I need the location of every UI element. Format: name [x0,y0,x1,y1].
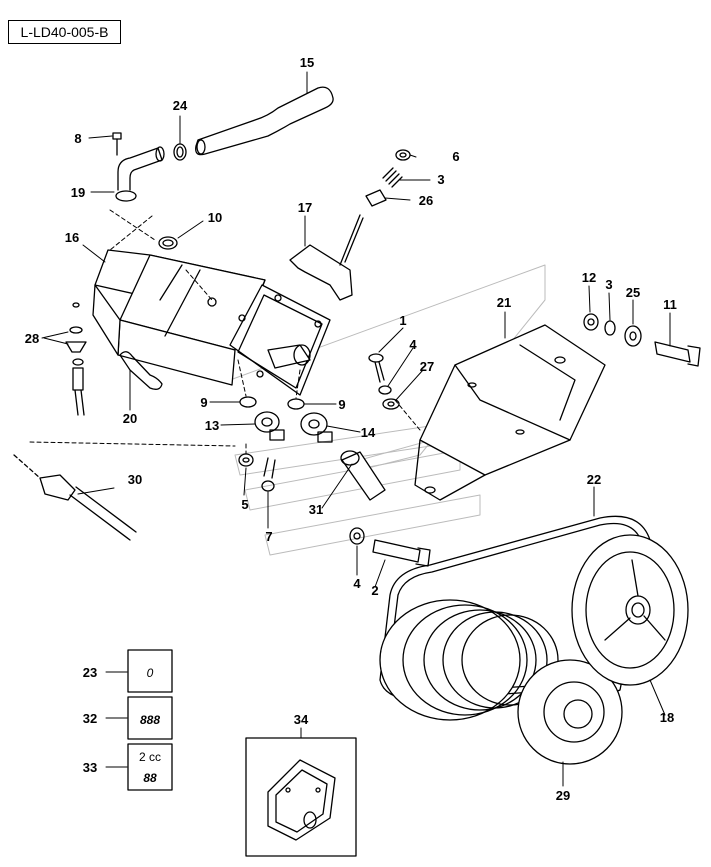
part-28-fittings [65,302,87,416]
part-25-washer [624,325,642,347]
leader-lines [41,71,671,787]
callout-27: 27 [420,359,434,374]
part-10-oring [158,236,178,250]
callout-23: 23 [83,665,97,680]
part-9-seal-left [239,396,257,408]
callout-28: 28 [25,331,39,346]
part-26-bracket [365,189,387,207]
callout-20: 20 [123,411,137,426]
part-13-fitting [254,411,285,441]
callout-9-left: 9 [200,395,207,410]
callout-2: 2 [371,583,378,598]
callout-34: 34 [294,712,309,727]
part-2-bolt [372,539,431,567]
part-31-fitting [340,450,386,501]
part-3-lockwasher [604,320,616,336]
part-7-bolt [261,457,276,492]
drawing-code: L-LD40-005-B [8,20,121,44]
part-4-washer-upper [378,385,392,395]
callout-10: 10 [208,210,222,225]
callout-29: 29 [556,788,570,803]
leader-dashes [29,209,421,455]
kit-box-32 [127,696,173,740]
callout-21: 21 [497,295,511,310]
callout-19: 19 [71,185,85,200]
callout-4-upper: 4 [409,337,417,352]
kit-33-bottom: 88 [143,771,157,785]
part-29-pulley [379,599,623,765]
callout-26: 26 [419,193,433,208]
part-16-pump [92,249,331,396]
callout-22: 22 [587,472,601,487]
part-24-clamp [173,143,187,161]
callout-17: 17 [298,200,312,215]
callout-9-right: 9 [338,397,345,412]
part-14-fitting [300,412,333,443]
callout-3-upper: 3 [437,172,444,187]
part-11-bolt [654,341,701,367]
callout-12: 12 [582,270,596,285]
part-5-nut [238,453,254,467]
part-34-box [245,737,357,857]
part-9-seal-right [287,398,305,410]
callout-14: 14 [361,425,376,440]
callout-31: 31 [309,502,323,517]
part-12-nut [583,313,599,331]
part-21-bracket [414,324,606,501]
part-1-bolt [368,353,385,383]
part-19-elbow [115,146,165,202]
callout-13: 13 [205,418,219,433]
callout-33: 33 [83,760,97,775]
callout-4-lower: 4 [353,576,361,591]
callout-1: 1 [399,313,406,328]
callout-6: 6 [452,149,459,164]
callout-3-right: 3 [605,277,612,292]
callout-8: 8 [74,131,81,146]
part-6-nut [395,149,411,161]
callout-25: 25 [626,285,640,300]
callout-5: 5 [241,497,248,512]
callout-11: 11 [663,297,677,312]
kit-box-33 [127,743,173,791]
part-30-hose [13,454,137,541]
callout-7: 7 [265,529,272,544]
part-3-spring [382,167,403,188]
callout-24: 24 [173,98,188,113]
callout-18: 18 [660,710,674,725]
callout-15: 15 [300,55,314,70]
callout-16: 16 [65,230,79,245]
kit-23-symbol: 0 [147,666,154,680]
callout-32: 32 [83,711,97,726]
part-17-tension-rod [289,214,364,301]
part-15-hose [195,86,334,156]
kit-box-23 [127,649,173,693]
kit-33-top: 2 cc [139,750,161,764]
part-4-nut-lower [349,527,365,545]
part-20-clip [119,351,163,390]
part-8-bolt [112,132,122,156]
callout-30: 30 [128,472,142,487]
part-18-pulley [571,534,689,686]
part-27-washer [382,398,400,410]
kit-32-symbol: 888 [140,713,160,727]
